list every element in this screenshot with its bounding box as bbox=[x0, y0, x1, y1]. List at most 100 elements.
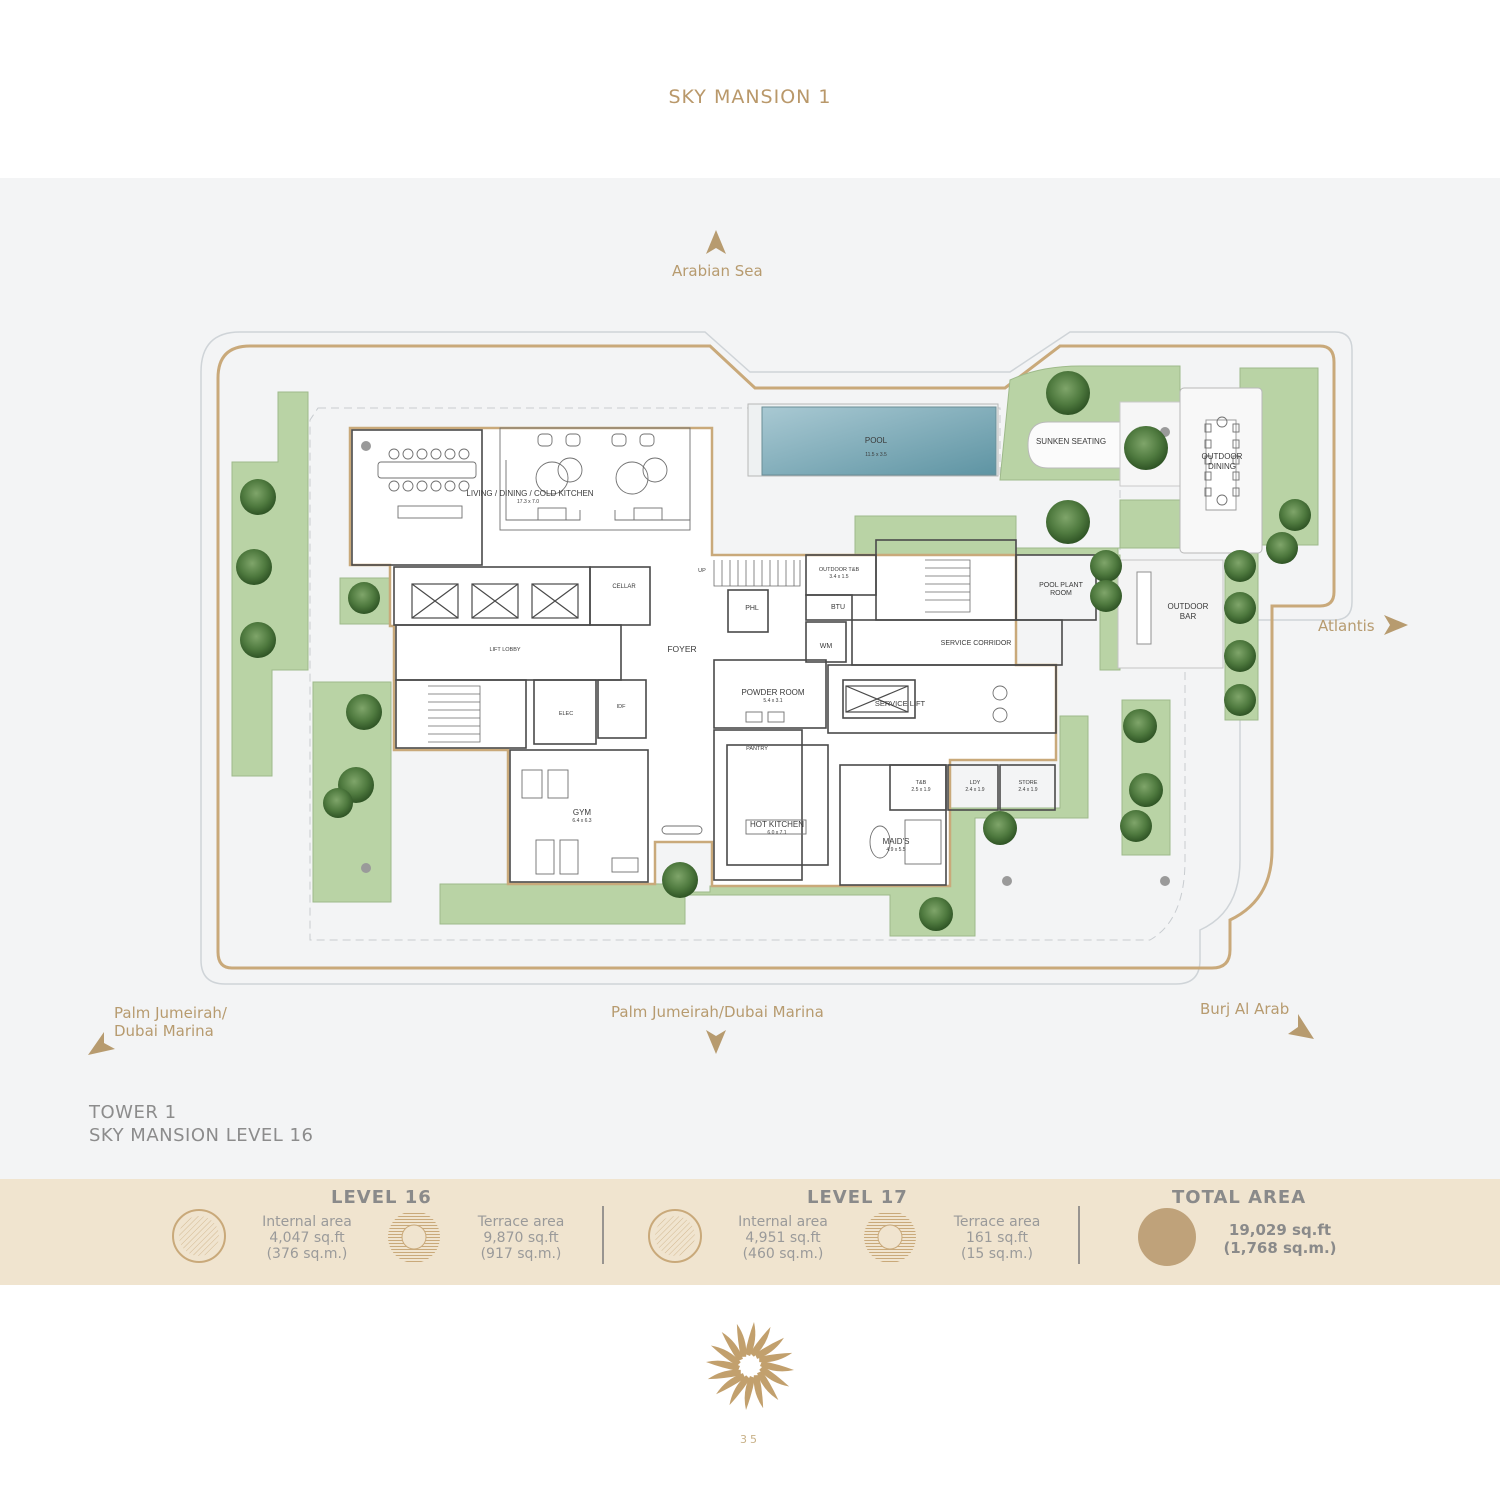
room-service-lift: SERVICE LIFT bbox=[875, 699, 926, 708]
room-pool-plant: POOL PLANT bbox=[1039, 582, 1083, 589]
room-powder: POWDER ROOM bbox=[741, 688, 804, 697]
total-area-value: 19,029 sq.ft (1,768 sq.m.) bbox=[1223, 1221, 1337, 1257]
sun-ray bbox=[760, 1361, 794, 1372]
furniture bbox=[377, 416, 1240, 875]
outer-slab-outline bbox=[200, 331, 1353, 985]
room-outdoor-tb: OUTDOOR T&B bbox=[819, 567, 860, 573]
level17-heading: LEVEL 17 bbox=[807, 1187, 908, 1208]
svg-text:2.5 x 1.9: 2.5 x 1.9 bbox=[911, 787, 930, 793]
internal-area-icon-l16 bbox=[172, 1209, 226, 1263]
svg-text:DINING: DINING bbox=[1208, 462, 1236, 471]
level17-terrace-area: Terrace area 161 sq.ft (15 sq.m.) bbox=[953, 1214, 1041, 1262]
area-summary-band: LEVEL 16 Internal area 4,047 sq.ft (376 … bbox=[0, 1179, 1500, 1285]
svg-text:BAR: BAR bbox=[1180, 612, 1197, 621]
floor-plan-panel: LIVING / DINING / COLD KITCHEN 17.3 x 7.… bbox=[0, 178, 1500, 1180]
room-lift-lobby: LIFT LOBBY bbox=[489, 647, 520, 653]
room-phl: PHL bbox=[745, 605, 759, 612]
page-number: 35 bbox=[740, 1433, 760, 1446]
sun-ray bbox=[757, 1370, 779, 1400]
planter-beds bbox=[231, 365, 1319, 937]
svg-text:6.4 x 6.3: 6.4 x 6.3 bbox=[572, 818, 591, 824]
sun-logo-icon bbox=[706, 1322, 794, 1410]
internal-area-icon-l17 bbox=[648, 1209, 702, 1263]
room-tb: T&B bbox=[916, 780, 927, 786]
room-service-corridor: SERVICE CORRIDOR bbox=[941, 640, 1012, 647]
svg-text:2.4 x 1.9: 2.4 x 1.9 bbox=[1018, 787, 1037, 793]
stairs bbox=[428, 559, 971, 743]
lift-shafts bbox=[411, 583, 909, 713]
room-cellar: CELLAR bbox=[612, 584, 636, 590]
room-living: LIVING / DINING / COLD KITCHEN bbox=[466, 489, 593, 498]
east-arrow-icon bbox=[1384, 615, 1408, 635]
room-idf: IDF bbox=[617, 704, 627, 710]
south-arrow-icon bbox=[706, 1030, 726, 1054]
sun-ray bbox=[706, 1360, 740, 1371]
trees bbox=[236, 371, 1311, 931]
sun-ray bbox=[710, 1345, 741, 1367]
level17-internal-area: Internal area 4,951 sq.ft (460 sq.m.) bbox=[738, 1214, 828, 1262]
svg-text:3.4 x 1.5: 3.4 x 1.5 bbox=[829, 574, 848, 580]
sun-ray bbox=[716, 1373, 746, 1395]
room-labels: LIVING / DINING / COLD KITCHEN 17.3 x 7.… bbox=[466, 436, 1242, 853]
room-btu: BTU bbox=[831, 604, 845, 611]
room-sunken-seating: SUNKEN SEATING bbox=[1036, 437, 1106, 446]
room-pantry: PANTRY bbox=[746, 746, 768, 752]
direction-southeast-label: Burj Al Arab bbox=[1200, 1000, 1290, 1018]
room-foyer: FOYER bbox=[667, 644, 696, 654]
direction-southwest-label-line1: Palm Jumeirah/ bbox=[114, 1004, 227, 1022]
terrace-area-icon-l17 bbox=[864, 1211, 916, 1263]
svg-text:4.9 x 5.5: 4.9 x 5.5 bbox=[886, 847, 905, 853]
svg-text:17.3 x 7.0: 17.3 x 7.0 bbox=[517, 499, 539, 505]
sun-ray bbox=[721, 1332, 743, 1362]
direction-south-label: Palm Jumeirah/Dubai Marina bbox=[611, 1003, 824, 1021]
area-icons bbox=[172, 1206, 1196, 1266]
room-hot-kitchen: HOT KITCHEN bbox=[750, 820, 804, 829]
level-label: SKY MANSION LEVEL 16 bbox=[89, 1125, 314, 1146]
room-wm: WM bbox=[820, 643, 833, 650]
column-markers bbox=[361, 427, 1170, 886]
svg-text:5.4 x 3.1: 5.4 x 3.1 bbox=[763, 698, 782, 704]
sun-ray bbox=[707, 1369, 741, 1380]
interior-walls bbox=[351, 429, 1097, 886]
southeast-arrow-icon bbox=[1288, 1014, 1314, 1039]
direction-east-label: Atlantis bbox=[1318, 617, 1375, 635]
interior-floor bbox=[348, 426, 1058, 888]
room-ldy: LDY bbox=[970, 780, 981, 786]
north-arrow-icon bbox=[706, 230, 726, 254]
sun-ray bbox=[729, 1375, 751, 1406]
southwest-arrow-icon bbox=[88, 1032, 115, 1055]
total-area-heading: TOTAL AREA bbox=[1172, 1187, 1307, 1208]
room-gym: GYM bbox=[573, 808, 592, 817]
sun-ray bbox=[759, 1365, 790, 1387]
sun-ray bbox=[753, 1375, 764, 1409]
pool-water bbox=[761, 406, 997, 476]
svg-text:2.4 x 1.9: 2.4 x 1.9 bbox=[965, 787, 984, 793]
room-store: STORE bbox=[1019, 780, 1038, 786]
svg-text:6.0 x 7.1: 6.0 x 7.1 bbox=[767, 830, 786, 836]
floor-plan-drawing: LIVING / DINING / COLD KITCHEN 17.3 x 7.… bbox=[88, 230, 1408, 1055]
room-outdoor-dining: OUTDOOR bbox=[1202, 452, 1243, 461]
total-area-icon bbox=[1138, 1208, 1196, 1266]
level16-heading: LEVEL 16 bbox=[331, 1187, 432, 1208]
sun-ray bbox=[759, 1352, 793, 1363]
sun-ray bbox=[744, 1376, 755, 1410]
terrace-edge-outline bbox=[216, 344, 1336, 970]
level16-internal-area: Internal area 4,047 sq.ft (376 sq.m.) bbox=[262, 1214, 352, 1262]
direction-southwest-label-line2: Dubai Marina bbox=[114, 1022, 214, 1040]
terrace-area-icon-l16 bbox=[388, 1211, 440, 1263]
svg-text:ROOM: ROOM bbox=[1050, 590, 1072, 597]
outdoor-bar-deck bbox=[1117, 559, 1224, 669]
sun-ray bbox=[754, 1337, 784, 1359]
room-pool: POOL bbox=[865, 436, 888, 445]
sun-ray bbox=[749, 1326, 771, 1357]
sun-ray bbox=[736, 1323, 747, 1357]
room-outdoor-bar: OUTDOOR bbox=[1168, 602, 1209, 611]
room-maids: MAID'S bbox=[883, 837, 910, 846]
direction-arrows bbox=[88, 230, 1408, 1055]
svg-text:11.5 x 3.5: 11.5 x 3.5 bbox=[865, 452, 887, 458]
page-title: SKY MANSION 1 bbox=[668, 86, 832, 108]
level16-terrace-area: Terrace area 9,870 sq.ft (917 sq.m.) bbox=[477, 1214, 565, 1262]
tower-label: TOWER 1 bbox=[89, 1102, 177, 1123]
sun-ray bbox=[745, 1322, 756, 1356]
stair-up: UP bbox=[698, 568, 706, 574]
